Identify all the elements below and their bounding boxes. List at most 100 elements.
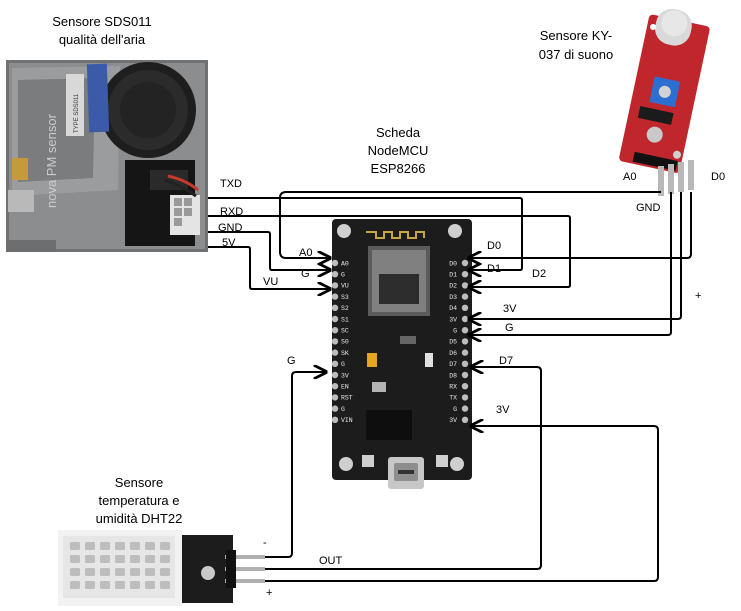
board-right-pin-label: 3V xyxy=(449,316,457,323)
dht22-title-line3: umidità DHT22 xyxy=(96,511,183,526)
board-title-line3: ESP8266 xyxy=(371,161,426,176)
board-left-pin xyxy=(331,405,339,412)
board-left-pin-label: RST xyxy=(341,395,353,402)
label-board-g-lower: G xyxy=(287,355,296,367)
board-title-line1: Scheda xyxy=(376,125,421,140)
label-dht-out: OUT xyxy=(319,555,343,567)
board-right-pin-label: D0 xyxy=(449,260,457,267)
board-right-pin-label: 3V xyxy=(449,417,457,424)
dht22-grille-slot xyxy=(145,555,155,563)
label-sds-gnd: GND xyxy=(218,222,243,234)
label-ky-gnd: GND xyxy=(636,202,661,214)
board-right-pin-label: D7 xyxy=(449,361,457,368)
dht22-grille-slot xyxy=(70,581,80,589)
dht22-grille-slot xyxy=(145,581,155,589)
board-right-pin xyxy=(461,259,469,267)
board-left-pin xyxy=(331,371,339,379)
dht22-grille-slot xyxy=(130,542,140,550)
dht22-grille-slot xyxy=(100,581,110,589)
board-left-pin xyxy=(331,304,339,311)
board-right-pin xyxy=(461,371,469,379)
label-dht-plus: + xyxy=(266,587,272,599)
board-right-pin-label: D1 xyxy=(449,272,457,279)
wire-dht-out-d7 xyxy=(265,367,542,570)
board-right-pin-label: D5 xyxy=(449,339,457,346)
wire-dht-minus-g xyxy=(265,372,326,558)
label-board-3v: 3V xyxy=(503,303,517,315)
dht22-grille-slot xyxy=(160,555,170,563)
board-right-pin xyxy=(461,282,469,289)
label-sds-rxd: RXD xyxy=(220,206,243,218)
label-board-g-right: G xyxy=(505,322,514,334)
dht22-grille-slot xyxy=(115,568,125,576)
board-left-pin xyxy=(331,349,339,356)
wire-5v-vu xyxy=(208,246,330,289)
dht22-grille-slot xyxy=(100,542,110,550)
board-right-pin-label: D8 xyxy=(449,372,457,379)
wire-gnd-g xyxy=(208,231,330,270)
board-right-pin xyxy=(461,360,469,367)
dht22-grille-slot xyxy=(160,542,170,550)
label-board-3v-lower: 3V xyxy=(496,404,510,416)
dht22-grille-slot xyxy=(115,581,125,589)
wire-dht-plus-3v xyxy=(265,426,659,582)
board-left-pin-label: SK xyxy=(341,350,349,357)
board-left-pin xyxy=(331,327,339,334)
ky037-title-line1: Sensore KY- xyxy=(540,28,613,43)
board-left-pin xyxy=(331,360,339,367)
label-board-g: G xyxy=(301,268,310,280)
board-left-pin-label: G xyxy=(341,361,345,368)
board-right-pin xyxy=(461,349,469,356)
sds011-label-brand: nova PM sensor xyxy=(44,113,59,208)
ky037-sensor xyxy=(619,8,710,196)
board-right-pin-label: D4 xyxy=(449,305,457,312)
sds011-title-line1: Sensore SDS011 xyxy=(52,14,152,29)
wire-ky-plus-3v xyxy=(469,192,682,319)
board-left-pin-label: SC xyxy=(341,328,349,335)
dht22-grille-slot xyxy=(85,581,95,589)
sds011-sensor: TYPE SDS011 nova PM sensor xyxy=(6,60,208,252)
dht22-title-line1: Sensore xyxy=(115,475,163,490)
board-left-pin xyxy=(331,293,339,300)
board-right-pin xyxy=(461,327,469,334)
dht22-grille-slot xyxy=(70,568,80,576)
label-board-d1: D1 xyxy=(487,263,501,275)
dht22-grille-slot xyxy=(130,581,140,589)
dht22-grille-slot xyxy=(130,555,140,563)
dht22-title-line2: temperatura e xyxy=(99,493,180,508)
dht22-grille-slot xyxy=(100,568,110,576)
wire-txd-d1 xyxy=(208,197,523,270)
dht22-grille-slot xyxy=(130,568,140,576)
board-left-pin-label: 3V xyxy=(341,372,349,379)
label-ky-plus: + xyxy=(695,290,701,302)
board-left-pin-label: VU xyxy=(341,283,349,290)
board-left-pin xyxy=(331,315,339,323)
label-ky-d0: D0 xyxy=(711,171,725,183)
board-right-pin-label: G xyxy=(453,406,457,413)
board-left-pin-label: G xyxy=(341,272,345,279)
board-right-pin xyxy=(461,383,469,390)
wire-ky-d0 xyxy=(469,192,692,258)
board-right-pin xyxy=(461,315,469,323)
label-board-d0: D0 xyxy=(487,240,501,252)
board-left-pin-label: S3 xyxy=(341,294,349,301)
dht22-grille-slot xyxy=(85,542,95,550)
dht22-sensor xyxy=(58,530,265,606)
dht22-grille-slot xyxy=(160,568,170,576)
board-right-pin-label: D6 xyxy=(449,350,457,357)
dht22-grille-slot xyxy=(160,581,170,589)
board-right-pin xyxy=(461,304,469,311)
board-left-pin xyxy=(331,282,339,289)
board-right-pin-label: RX xyxy=(449,384,457,391)
board-right-pin-label: D2 xyxy=(449,283,457,290)
dht22-grille-slot xyxy=(70,555,80,563)
board-right-pin xyxy=(461,416,469,423)
label-sds-txd: TXD xyxy=(220,178,242,190)
board-left-pin-label: VIN xyxy=(341,417,353,424)
board-right-pin-label: D3 xyxy=(449,294,457,301)
board-left-pin xyxy=(331,394,339,401)
board-left-pin-label: S0 xyxy=(341,339,349,346)
board-left-pin xyxy=(331,259,339,267)
